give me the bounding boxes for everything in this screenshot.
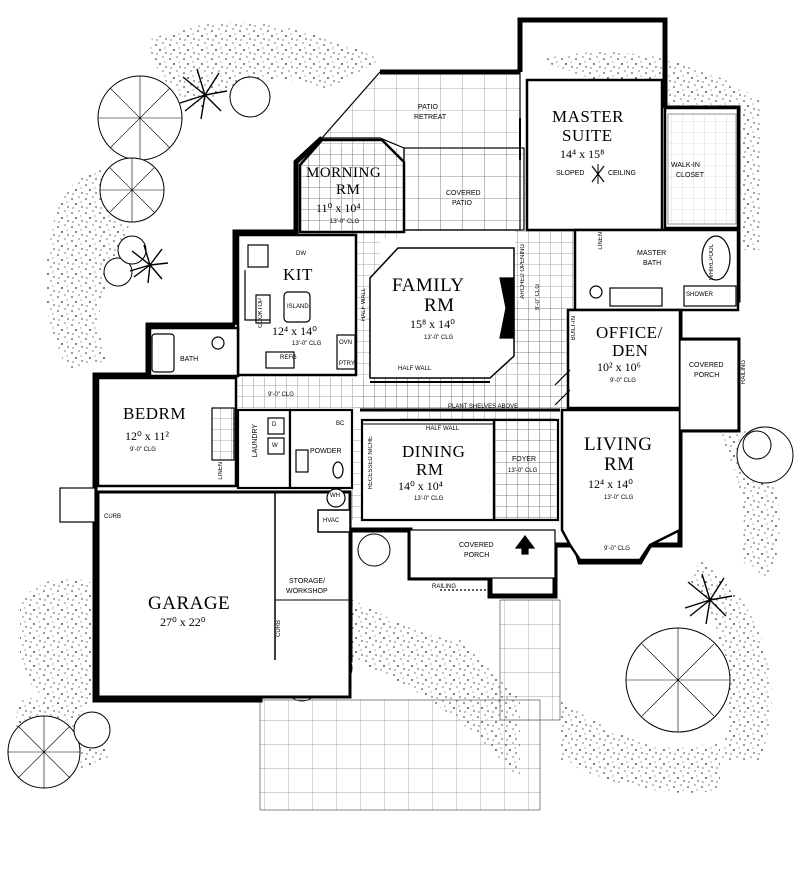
covered-porch-e-label-1: COVERED [689, 362, 724, 369]
family-rm-label-1: FAMILY [392, 275, 465, 296]
office-clg: 9'-0" CLG [610, 378, 636, 384]
master-bath-label-2: BATH [643, 260, 662, 267]
patio-retreat-label-2: RETREAT [414, 114, 447, 121]
morning-rm-label-1: MORNING [306, 165, 382, 181]
built-in-label: BUILT-IN [571, 316, 577, 341]
patio-retreat-label-1: PATIO [418, 104, 438, 111]
linen-2-label: LINEN [218, 462, 224, 480]
morning-rm-clg: 13'-0" CLG [330, 219, 360, 225]
master-suite-note-2: CEILING [608, 170, 637, 177]
ptry-label: PTRY [339, 361, 355, 367]
palms [129, 68, 733, 625]
curb-2-label: CURB [276, 620, 282, 638]
master-suite-dims: 14⁴ x 15⁸ [560, 147, 605, 161]
family-rm-dims: 15⁸ x 14⁰ [410, 317, 455, 331]
master-suite-label-1: MASTER [552, 107, 624, 126]
half-wall-vertical-label: HALF WALL [361, 288, 367, 322]
family-rm-label-2: RM [424, 295, 455, 316]
bath-label: BATH [180, 356, 199, 363]
kit-clg: 13'-0" CLG [292, 341, 322, 347]
arched-opening-label: ARCHED OPENING [520, 244, 526, 299]
storage-label-1: STORAGE/ [289, 578, 326, 585]
house-shell [59, 17, 741, 703]
master-bath-label-1: MASTER [637, 250, 667, 257]
driveway [259, 699, 541, 811]
kit-dims: 12⁴ x 14⁰ [272, 324, 317, 338]
living-label-2: RM [604, 454, 635, 475]
fixtures-lines [151, 113, 739, 591]
covered-porch-e-label-2: PORCH [694, 372, 720, 379]
living-label-1: LIVING [584, 434, 653, 455]
covered-patio-label-2: PATIO [452, 200, 472, 207]
covered-porch-s-label-2: PORCH [464, 552, 490, 559]
cooktop-label: COOKTOP [258, 298, 264, 328]
garage-label: GARAGE [148, 593, 231, 614]
foyer-clg: 13'-0" CLG [508, 468, 538, 474]
railing-east-label: RAILING [741, 360, 747, 385]
living-clg: 13'-0" CLG [604, 495, 634, 501]
dining-clg: 13'-0" CLG [414, 496, 444, 502]
whirlpool-label: WHIRLPOOL [709, 244, 715, 281]
ovn-label: OVN [339, 340, 353, 346]
covered-patio-label-1: COVERED [446, 190, 481, 197]
washer-label: W [272, 443, 278, 449]
garage-dims: 27⁰ x 22⁰ [160, 615, 206, 629]
master-suite-note-1: SLOPED [556, 170, 585, 177]
railing-south-label: RAILING [432, 584, 457, 590]
hall-clg: 9'-0" CLG [268, 392, 294, 398]
bc-label: BC [336, 421, 345, 427]
hvac-label: HVAC [323, 518, 340, 524]
morning-rm-label-2: RM [336, 182, 361, 198]
closet-label-2: CLOSET [676, 172, 705, 179]
dryer-label: D [272, 422, 277, 428]
wh-label: WH [330, 493, 340, 499]
refg-label: REFG [280, 355, 297, 361]
bedrm-label: BEDRM [123, 404, 186, 423]
office-label-1: OFFICE/ [596, 323, 663, 342]
dining-dims: 14⁰ x 10⁴ [398, 479, 443, 493]
powder-label: POWDER [310, 448, 342, 455]
dw-label: DW [296, 251, 306, 257]
bedrm-clg: 9'-0" CLG [130, 447, 156, 453]
family-rm-clg: 13'-0" CLG [424, 335, 454, 341]
family-hall-clg: 9'-0" CLG [535, 284, 541, 310]
laundry-label: LAUNDRY [252, 424, 259, 458]
foyer-label: FOYER [512, 456, 537, 463]
bedrm-dims: 12⁰ x 11² [125, 429, 169, 443]
half-wall-2-label: HALF WALL [426, 426, 460, 432]
half-wall-label: HALF WALL [398, 366, 432, 372]
dining-label-1: DINING [402, 442, 466, 461]
walkway [499, 599, 561, 721]
morning-rm-dims: 11⁰ x 10⁴ [316, 201, 361, 215]
plant-shelves-label: PLANT SHELVES ABOVE [448, 404, 519, 410]
storage-label-2: WORKSHOP [286, 588, 328, 595]
office-dims: 10² x 10⁶ [597, 360, 641, 374]
linen-label: LINEN [598, 232, 604, 250]
island-label: ISLAND [287, 304, 309, 310]
covered-porch-s-label-1: COVERED [459, 542, 494, 549]
recessed-niche-label: RECESSED NICHE [368, 436, 374, 490]
living-bay-clg: 9'-0" CLG [604, 546, 630, 552]
office-label-2: DEN [612, 341, 649, 360]
kit-label: KIT [283, 265, 313, 284]
living-dims: 12⁴ x 14⁰ [588, 477, 633, 491]
dining-label-2: RM [416, 460, 444, 479]
closet-label-1: WALK-IN [671, 162, 700, 169]
master-suite-label-2: SUITE [562, 126, 613, 145]
shower-label: SHOWER [686, 292, 713, 298]
curb-label: CURB [104, 514, 122, 520]
